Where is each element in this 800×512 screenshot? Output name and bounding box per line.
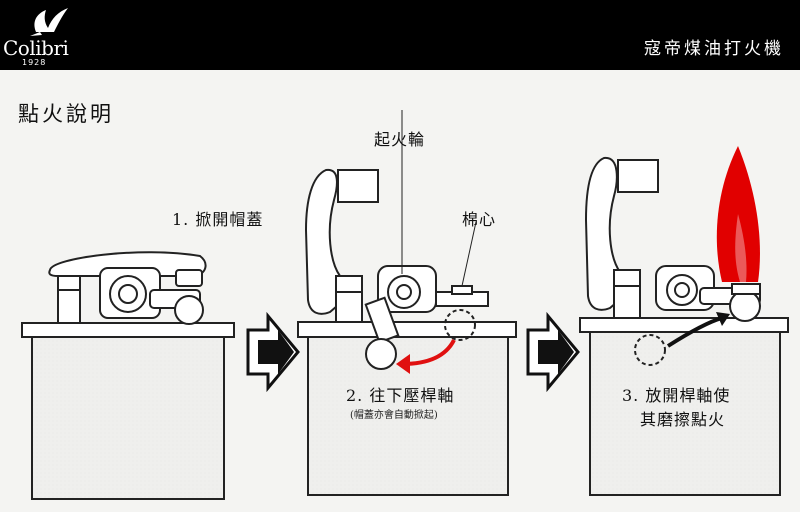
lighter-step-3 xyxy=(579,156,789,496)
lighter-3-lever-knob xyxy=(729,290,761,322)
striker-wheel-callout: 起火輪 xyxy=(374,130,426,149)
brand-year: 1928 xyxy=(22,58,47,67)
lighter-2-top-plate xyxy=(297,321,517,338)
hummingbird-logo-icon xyxy=(30,8,68,36)
step-2-note: (帽蓋亦會自動掀起) xyxy=(350,410,438,421)
lighter-3-chimney xyxy=(613,269,641,319)
release-arrow xyxy=(666,316,723,348)
lighter-1-cap xyxy=(48,251,207,277)
press-arrowhead xyxy=(396,354,410,374)
lighter-1-body xyxy=(31,336,225,500)
step-1-label: 1. 掀開帽蓋 xyxy=(172,210,264,229)
header-title: 寇帝煤油打火機 xyxy=(644,39,784,59)
lighter-3-ghost-knob xyxy=(634,334,666,366)
lighter-step-1 xyxy=(21,251,235,500)
lighter-1-top-plate xyxy=(21,322,235,338)
lighter-2-chimney xyxy=(335,275,363,323)
lighter-1-chimney xyxy=(57,275,81,324)
lighter-2-lever-knob xyxy=(365,338,397,370)
wick-leader xyxy=(461,221,477,287)
lighter-3-body xyxy=(589,331,781,496)
step-2-label: 2. 往下壓桿軸 xyxy=(346,386,455,405)
lighter-2-lever xyxy=(364,296,400,344)
lighter-3-cap-hinge xyxy=(617,159,659,193)
brand-name: Colibri xyxy=(3,36,69,60)
step-arrow-icon-inner xyxy=(258,330,294,374)
lighter-step-2 xyxy=(297,110,517,496)
section-title: 點火說明 xyxy=(18,102,114,126)
lighter-3-top-plate xyxy=(579,317,789,333)
wick-callout: 棉心 xyxy=(462,210,497,229)
header-bar: Colibri 1928 寇帝煤油打火機 xyxy=(0,0,800,70)
flame-icon xyxy=(716,146,760,282)
step-3-label-line2: 其磨擦點火 xyxy=(640,410,726,429)
lighter-2-ghost-knob xyxy=(444,309,476,341)
lighter-1-lever-knob xyxy=(174,295,204,325)
lighter-2-cap-hinge xyxy=(337,169,379,203)
step-3-label-line1: 3. 放開桿軸使 xyxy=(622,386,731,405)
release-arrowhead xyxy=(716,312,730,326)
